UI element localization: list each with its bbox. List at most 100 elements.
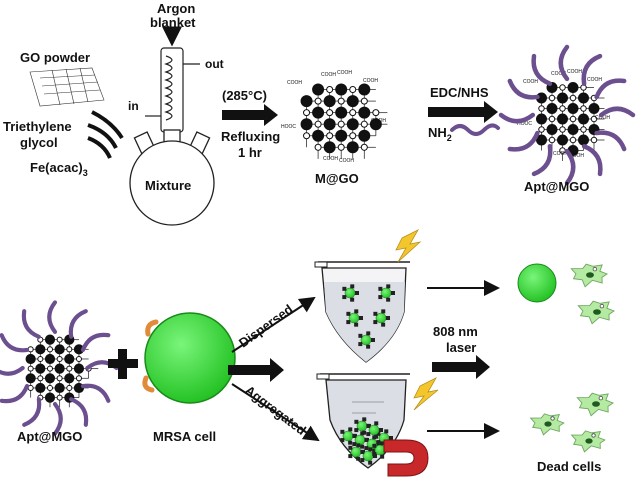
lattice-node xyxy=(75,375,82,382)
lattice-node xyxy=(35,382,46,394)
lattice-node xyxy=(580,126,587,133)
lattice-node xyxy=(35,363,46,374)
lattice-node xyxy=(578,92,589,104)
lattice-node xyxy=(54,344,65,355)
lattice-node xyxy=(580,105,587,112)
mgo-mini xyxy=(355,291,359,295)
cooh-group-label: HOOC xyxy=(281,124,296,130)
aptamer-strand xyxy=(531,53,553,86)
mrsa-mini xyxy=(375,312,387,324)
mgo-mini xyxy=(386,297,391,302)
mgo-mini xyxy=(372,448,377,453)
mgo-mini xyxy=(391,291,395,295)
mgo-mini xyxy=(366,344,371,349)
mgo-mini xyxy=(360,444,365,449)
dispersed-label: Dispersed xyxy=(236,301,296,350)
lattice-node xyxy=(337,120,345,128)
mgo-mini xyxy=(381,309,386,314)
dispersed-arrow xyxy=(231,296,316,353)
mrsa-mini xyxy=(350,446,362,458)
lattice-node xyxy=(337,97,345,105)
dead-cell-vacuole xyxy=(591,433,596,438)
lattice-node xyxy=(578,113,589,125)
cooh-group-label: HOOC xyxy=(517,121,532,127)
lattice-node xyxy=(37,355,44,363)
lattice-node xyxy=(557,134,568,146)
mgo-mini xyxy=(364,437,369,442)
lattice-node xyxy=(56,355,63,363)
lattice-node xyxy=(548,94,556,102)
mrsa-mini xyxy=(356,420,368,432)
lattice-node xyxy=(567,82,579,93)
mgo-mini xyxy=(348,454,353,459)
aptamer-strand xyxy=(69,397,89,427)
aptamer-strand xyxy=(0,383,30,404)
dispersed-particles xyxy=(342,284,395,349)
magnet-icon xyxy=(383,439,429,477)
aptamer-strand xyxy=(0,333,30,353)
aptamer-strand xyxy=(507,78,540,100)
lattice-node xyxy=(323,95,336,108)
lattice-node xyxy=(369,118,382,131)
lattice-node xyxy=(559,126,566,133)
edc-nhs-label: EDC/NHS xyxy=(430,85,489,100)
aptamer-strand xyxy=(507,130,540,152)
mgo-mini xyxy=(354,428,359,433)
mgo-mini xyxy=(373,320,378,325)
lattice-node xyxy=(588,103,600,114)
lattice-node xyxy=(559,84,566,91)
lattice-node xyxy=(56,375,63,382)
lattice-node xyxy=(569,94,577,102)
lattice-node xyxy=(303,109,311,117)
cooh-group-label: COOH xyxy=(551,71,566,77)
lattice-node xyxy=(337,143,345,151)
aptamer-strand xyxy=(47,300,58,334)
cooh-group-label: COOH xyxy=(339,158,354,164)
lattice-node xyxy=(536,113,547,125)
mgo-mini xyxy=(352,442,357,447)
apt-mgo-sheet-bottom xyxy=(0,300,119,436)
mgo-mini xyxy=(342,295,347,300)
mgo-mini xyxy=(376,431,381,436)
lattice-node xyxy=(35,344,46,355)
mgo-mini xyxy=(366,423,371,428)
mgo-mini xyxy=(374,434,379,439)
mgo-mini xyxy=(358,333,363,338)
aptamer-strand xyxy=(22,397,42,427)
aptamer-strand xyxy=(68,309,88,339)
mgo-label: M@GO xyxy=(315,171,359,186)
go-sheet-icon xyxy=(29,67,105,107)
mgo-mini xyxy=(378,295,383,300)
laser-label: laser xyxy=(446,340,476,355)
mgo-mini xyxy=(360,458,365,463)
aptamer-strand xyxy=(0,365,25,376)
aptamer-strand xyxy=(498,112,536,124)
lattice-node xyxy=(300,118,313,131)
lattice-node xyxy=(326,109,334,117)
lattice-node xyxy=(335,106,348,119)
mgo-mini xyxy=(342,286,347,291)
aptamer-strand xyxy=(52,402,63,436)
lattice-node xyxy=(538,105,545,112)
cooh-group-label: COOH xyxy=(337,70,352,76)
mgo-mini xyxy=(380,454,385,459)
lattice-node xyxy=(44,353,56,365)
dead-cell-nucleus xyxy=(544,421,552,427)
lattice-node xyxy=(314,97,322,105)
lattice-node xyxy=(358,106,371,119)
lattice-node xyxy=(567,124,579,135)
mgo-mini xyxy=(372,452,377,457)
aptamer-strand xyxy=(564,148,576,186)
mgo-mini xyxy=(340,438,345,443)
lattice-node xyxy=(66,384,73,391)
mgo-mini xyxy=(354,309,359,314)
aptamer-strand xyxy=(598,106,636,118)
lattice-node xyxy=(346,141,359,154)
mgo-mini xyxy=(379,428,383,432)
lattice-node xyxy=(46,384,54,391)
mgo-mini xyxy=(348,445,353,450)
laser-wavelength-label: 808 nm xyxy=(433,324,478,339)
cooh-group-label: COOH xyxy=(595,115,610,121)
lightning-icon-top xyxy=(395,229,422,263)
